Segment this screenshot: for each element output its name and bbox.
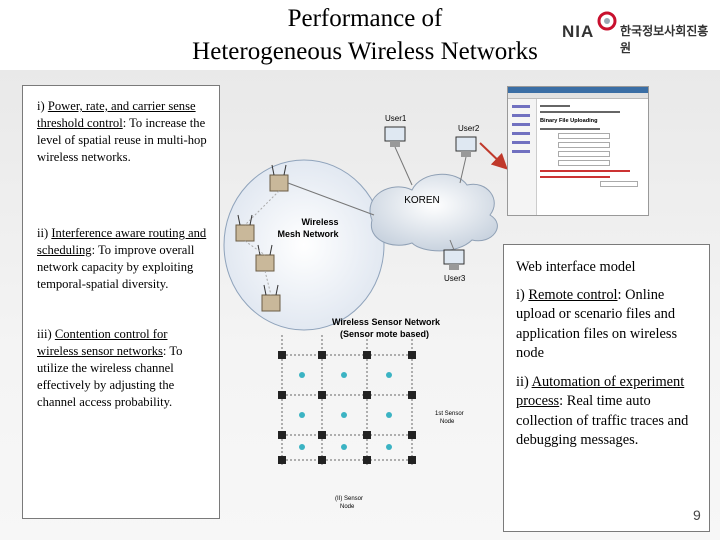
left-item-1: i) Power, rate, and carrier sense thresh… bbox=[37, 98, 207, 166]
web-interface-caption: Web interface model bbox=[516, 259, 636, 275]
link-arrow-icon bbox=[479, 142, 508, 170]
item-number: i) bbox=[37, 99, 48, 113]
sensor-node-icon bbox=[363, 431, 371, 439]
page-number: 9 bbox=[693, 507, 701, 523]
left-item-3: iii) Contention control for wireless sen… bbox=[37, 326, 207, 411]
browser-sidebar bbox=[508, 99, 537, 215]
item-link[interactable]: Automation of experiment process bbox=[516, 374, 685, 410]
item-text: : To improve overall network capacity by… bbox=[37, 243, 195, 291]
relay-node-icon bbox=[341, 444, 347, 450]
item-link[interactable]: Power, rate, and carrier sense threshold… bbox=[37, 99, 196, 130]
sensor-node-icon bbox=[278, 431, 286, 439]
logo-ring-icon bbox=[597, 11, 617, 31]
screenshot-heading: Binary File Uploading bbox=[540, 118, 598, 124]
computer-icon bbox=[443, 249, 465, 270]
mesh-label-line-1: Wireless bbox=[302, 217, 339, 227]
item-text: : To utilize the wireless channel effect… bbox=[37, 344, 183, 409]
left-text-panel bbox=[22, 85, 220, 519]
sensor-relay-nodes bbox=[299, 372, 392, 450]
item-link[interactable]: Remote control bbox=[528, 287, 618, 303]
sensor-node-icon bbox=[278, 391, 286, 399]
sensor-node-icon bbox=[278, 456, 286, 464]
sensor-node-icon bbox=[318, 391, 326, 399]
item-number: iii) bbox=[37, 327, 55, 341]
sensor-node-icon bbox=[408, 431, 416, 439]
web-interface-screenshot: Binary File Uploading bbox=[507, 86, 649, 216]
relay-node-icon bbox=[386, 372, 392, 378]
sensor-label-2-line-2: Node bbox=[340, 504, 355, 510]
title-line-2: Heterogeneous Wireless Networks bbox=[192, 38, 538, 65]
mesh-network-area bbox=[223, 159, 385, 331]
sensor-label-2-line-1: (II) Sensor bbox=[335, 496, 363, 502]
relay-node-icon bbox=[299, 412, 305, 418]
sensor-node-icon bbox=[408, 456, 416, 464]
computer-icon bbox=[384, 126, 406, 147]
relay-node-icon bbox=[341, 412, 347, 418]
item-text: : To increase the level of spatial reuse… bbox=[37, 116, 207, 164]
right-item-1: i) Remote control: Online upload or scen… bbox=[516, 286, 704, 364]
user2-label: User2 bbox=[458, 124, 480, 133]
user1-label: User1 bbox=[385, 114, 407, 123]
wsn-label-line-2: (Sensor mote based) bbox=[340, 329, 429, 339]
logo-korean-text: 한국정보사회진흥원 bbox=[620, 24, 709, 55]
wsn-label-line-1: Wireless Sensor Network bbox=[332, 317, 441, 327]
logo-text: NIA bbox=[562, 22, 595, 41]
nia-logo: NIA 한국정보사회진흥원 bbox=[560, 6, 710, 55]
relay-node-icon bbox=[386, 444, 392, 450]
user3-label: User3 bbox=[444, 274, 466, 283]
sensor-node-icon bbox=[318, 456, 326, 464]
browser-title-bar bbox=[508, 87, 648, 93]
item-number: ii) bbox=[516, 374, 532, 390]
mesh-link-line bbox=[287, 182, 375, 216]
title-line-1: Performance of bbox=[287, 5, 443, 32]
item-link[interactable]: Interference aware routing and schedulin… bbox=[37, 226, 207, 257]
browser-address-bar bbox=[508, 93, 648, 99]
sensor-node-icon bbox=[363, 351, 371, 359]
right-item-2: ii) Automation of experiment process: Re… bbox=[516, 373, 704, 451]
sensor-node-icon bbox=[363, 391, 371, 399]
relay-node-icon bbox=[299, 444, 305, 450]
item-text: : Online upload or scenario files and ap… bbox=[516, 287, 678, 362]
item-text: : Real time auto collection of traffic t… bbox=[516, 393, 689, 449]
sensor-node-icon bbox=[408, 351, 416, 359]
right-text-panel bbox=[503, 244, 710, 532]
mesh-label-line-2: Mesh Network bbox=[277, 229, 339, 239]
item-number: ii) bbox=[37, 226, 52, 240]
computer-icon bbox=[455, 136, 477, 157]
relay-node-icon bbox=[299, 372, 305, 378]
relay-node-icon bbox=[386, 412, 392, 418]
relay-node-icon bbox=[341, 372, 347, 378]
sensor-label-1-line-1: 1st Sensor bbox=[435, 411, 464, 417]
sensor-nodes bbox=[278, 351, 416, 464]
item-link[interactable]: Contention control for wireless sensor n… bbox=[37, 327, 168, 358]
sensor-node-icon bbox=[318, 431, 326, 439]
network-diagram: Wireless Mesh Network KOREN User1 User2 … bbox=[223, 114, 508, 510]
browser-content: Binary File Uploading bbox=[540, 101, 644, 187]
sensor-node-icon bbox=[278, 351, 286, 359]
sensor-node-icon bbox=[363, 456, 371, 464]
sensor-label-1-line-2: Node bbox=[440, 419, 455, 425]
item-number: i) bbox=[516, 287, 529, 303]
mesh-router-icon bbox=[235, 214, 255, 242]
sensor-node-icon bbox=[408, 391, 416, 399]
left-item-2: ii) Interference aware routing and sched… bbox=[37, 225, 207, 293]
sensor-node-icon bbox=[318, 351, 326, 359]
cloud-label: KOREN bbox=[404, 195, 440, 206]
slide-title: Performance of Heterogeneous Wireless Ne… bbox=[150, 2, 580, 68]
koren-cloud-icon bbox=[369, 173, 498, 252]
